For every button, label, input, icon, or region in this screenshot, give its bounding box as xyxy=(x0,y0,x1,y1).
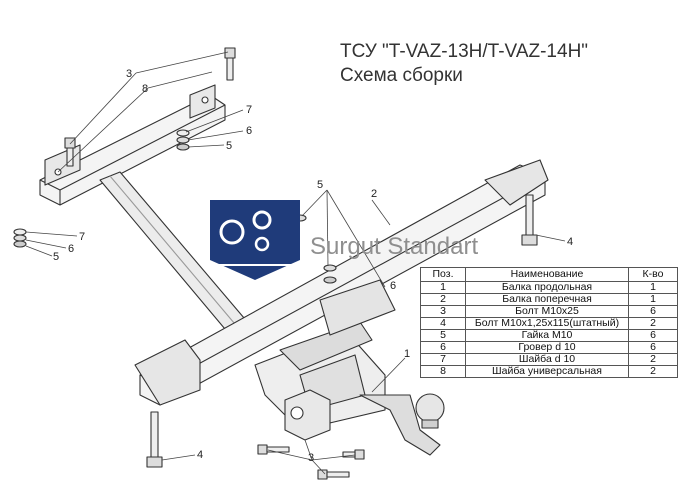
callout-1: 1 xyxy=(404,348,410,360)
table-row: 2 Балка поперечная 1 xyxy=(420,293,678,306)
cell-name: Болт М10х1,25х115(штатный) xyxy=(465,317,629,330)
cell-quantity: 6 xyxy=(628,341,678,354)
table-row: 6 Гровер d 10 6 xyxy=(420,341,678,354)
cell-position: 4 xyxy=(420,317,466,330)
title-subtitle: Схема сборки xyxy=(340,65,463,86)
table-row: 5 Гайка М10 6 xyxy=(420,329,678,342)
callout-2: 2 xyxy=(371,188,377,200)
table-row: 4 Болт М10х1,25х115(штатный) 2 xyxy=(420,317,678,330)
header-quantity: К-во xyxy=(628,267,678,282)
tow-ball xyxy=(359,393,445,456)
table-row: 3 Болт М10х25 6 xyxy=(420,305,678,318)
cell-position: 3 xyxy=(420,305,466,318)
header-name: Наименование xyxy=(465,267,629,282)
callout-6-top: 6 xyxy=(246,125,252,137)
washer-set-left xyxy=(13,228,27,248)
cell-name: Гровер d 10 xyxy=(465,341,629,354)
watermark-logo xyxy=(210,200,300,280)
cell-name: Шайба d 10 xyxy=(465,353,629,366)
socket-plate xyxy=(284,389,331,441)
callout-6-center: 6 xyxy=(390,280,396,292)
cell-position: 8 xyxy=(420,365,466,378)
callout-3-top: 3 xyxy=(126,68,132,80)
cell-name: Шайба универсальная xyxy=(465,365,629,378)
bolt-3-bottom xyxy=(257,444,365,480)
cell-name: Болт М10х25 xyxy=(465,305,629,318)
callout-3-bottom: 3 xyxy=(308,452,314,464)
cell-name: Балка поперечная xyxy=(465,293,629,306)
bolt-3-top xyxy=(224,47,236,81)
cell-position: 6 xyxy=(420,341,466,354)
callout-5-left: 5 xyxy=(53,251,59,263)
callout-5-top: 5 xyxy=(226,140,232,152)
cell-quantity: 1 xyxy=(628,281,678,294)
parts-table: Поз. Наименование К-во 1 Балка продольна… xyxy=(420,267,678,378)
callout-6-left: 6 xyxy=(68,243,74,255)
cell-position: 2 xyxy=(420,293,466,306)
cell-position: 5 xyxy=(420,329,466,342)
cell-position: 1 xyxy=(420,281,466,294)
callout-4-right: 4 xyxy=(567,236,573,248)
parts-table-header: Поз. Наименование К-во xyxy=(420,267,678,282)
washer-set-upper xyxy=(176,129,190,151)
bolt-4-right xyxy=(521,194,538,246)
bolt-3-left xyxy=(64,137,76,167)
callout-7-top: 7 xyxy=(246,104,252,116)
table-row: 7 Шайба d 10 2 xyxy=(420,353,678,366)
callout-4-left: 4 xyxy=(197,449,203,461)
callout-5-center: 5 xyxy=(317,179,323,191)
cell-quantity: 1 xyxy=(628,293,678,306)
cell-quantity: 2 xyxy=(628,365,678,378)
watermark-text: Surgut Standart xyxy=(310,233,479,260)
cell-name: Гайка М10 xyxy=(465,329,629,342)
cell-name: Балка продольная xyxy=(465,281,629,294)
drawing-title: ТСУ "T-VAZ-13H/T-VAZ-14H" Схема сборки xyxy=(340,40,588,88)
cell-position: 7 xyxy=(420,353,466,366)
bolt-4-left xyxy=(146,411,163,468)
callout-7-left: 7 xyxy=(79,231,85,243)
callout-8: 8 xyxy=(142,83,148,95)
table-row: 1 Балка продольная 1 xyxy=(420,281,678,294)
cell-quantity: 2 xyxy=(628,317,678,330)
title-product: ТСУ "T-VAZ-13H/T-VAZ-14H" xyxy=(340,41,589,62)
cell-quantity: 6 xyxy=(628,329,678,342)
cell-quantity: 6 xyxy=(628,305,678,318)
table-row: 8 Шайба универсальная 2 xyxy=(420,365,678,378)
cross-beam xyxy=(134,159,549,406)
leader-lines xyxy=(25,51,566,475)
header-position: Поз. xyxy=(420,267,466,282)
cell-quantity: 2 xyxy=(628,353,678,366)
